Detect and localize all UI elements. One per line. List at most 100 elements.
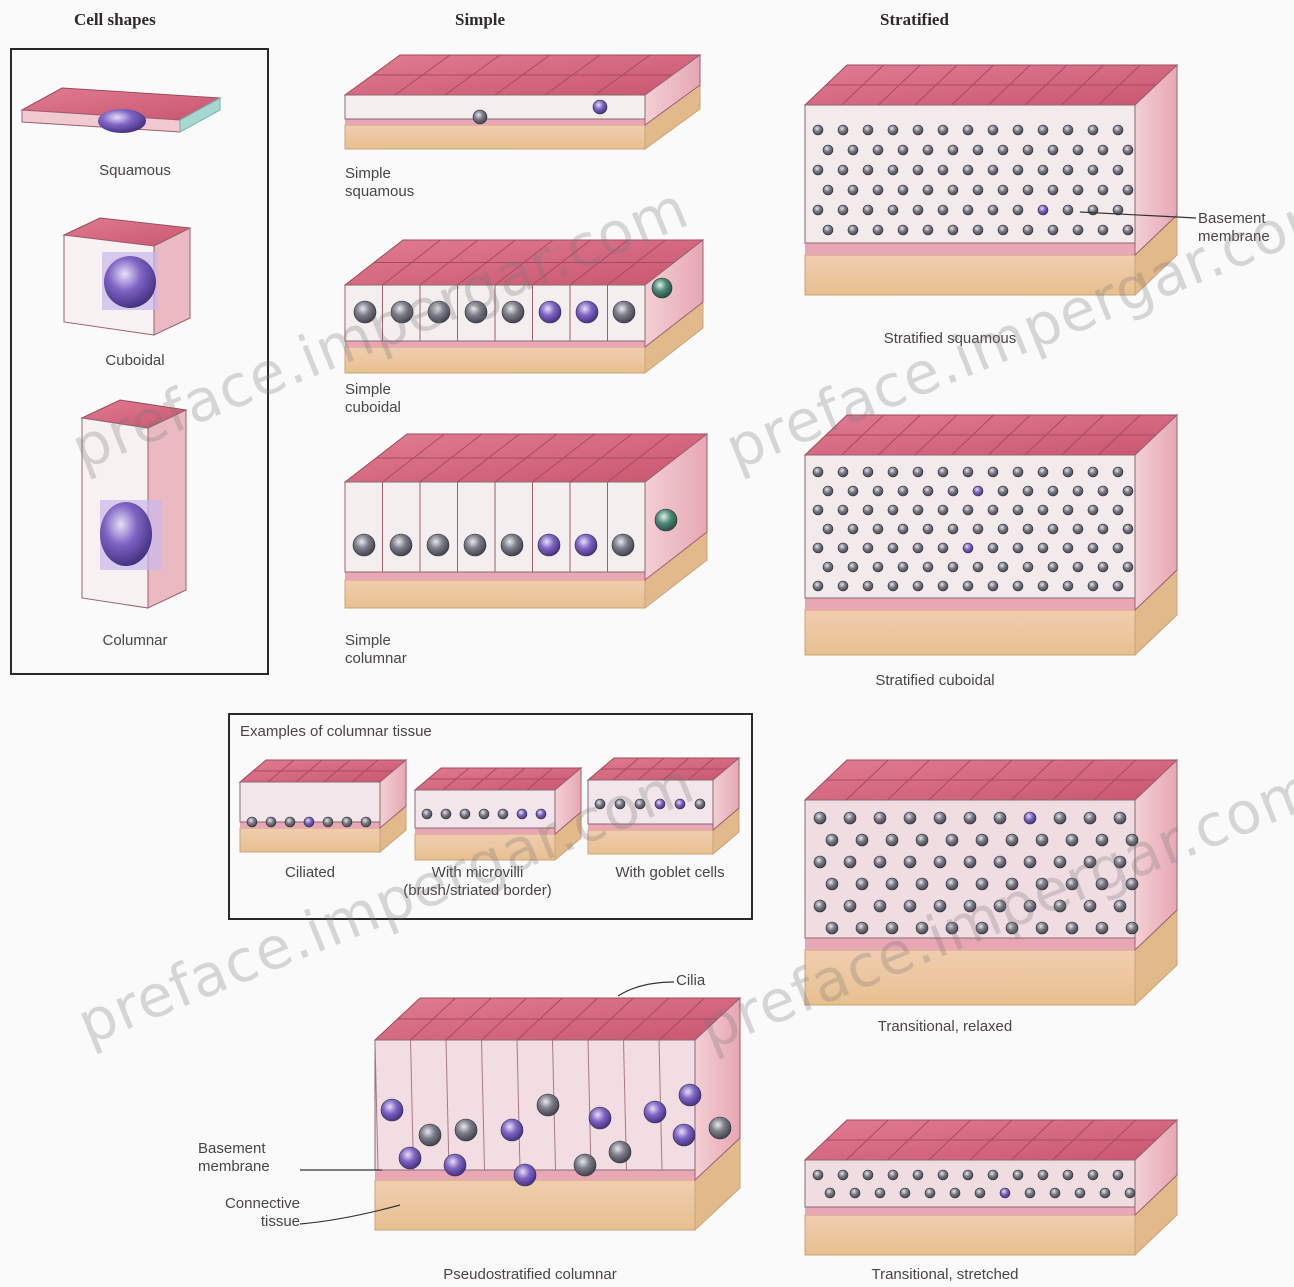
basement-membrane (345, 572, 645, 580)
nucleus (913, 165, 923, 175)
nucleus (848, 524, 858, 534)
nucleus (888, 125, 898, 135)
label-pseudostratified: Pseudostratified columnar (400, 1266, 660, 1284)
nucleus (826, 878, 838, 890)
nucleus (1013, 125, 1023, 135)
nucleus (886, 834, 898, 846)
nucleus (813, 1170, 823, 1180)
nucleus (856, 878, 868, 890)
nucleus (898, 145, 908, 155)
nucleus (923, 524, 933, 534)
nucleus (925, 1188, 935, 1198)
nucleus (1048, 225, 1058, 235)
stratified-squamous-block (805, 65, 1177, 295)
nucleus (888, 205, 898, 215)
nucleus (863, 125, 873, 135)
nucleus (998, 185, 1008, 195)
nucleus (1013, 581, 1023, 591)
nucleus (1038, 581, 1048, 591)
nucleus (923, 562, 933, 572)
nucleus (679, 1084, 701, 1106)
nucleus (863, 165, 873, 175)
simple-columnar-block (345, 434, 707, 608)
nucleus (825, 1188, 835, 1198)
nucleus (856, 834, 868, 846)
nucleus (673, 1124, 695, 1146)
label-ciliated: Ciliated (250, 864, 370, 882)
nucleus (948, 524, 958, 534)
header-stratified: Stratified (880, 10, 949, 30)
nucleus (1048, 486, 1058, 496)
nucleus (1025, 1188, 1035, 1198)
nucleus (1113, 125, 1123, 135)
nucleus (948, 562, 958, 572)
nucleus (1084, 812, 1096, 824)
nucleus (1084, 900, 1096, 912)
nucleus (709, 1117, 731, 1139)
nucleus (1038, 467, 1048, 477)
nucleus (1006, 922, 1018, 934)
nucleus (1048, 562, 1058, 572)
nucleus (888, 1170, 898, 1180)
nucleus (838, 581, 848, 591)
nucleus (1006, 878, 1018, 890)
connective-tissue (375, 1180, 695, 1230)
nucleus (950, 1188, 960, 1198)
nucleus (1023, 225, 1033, 235)
nucleus (888, 165, 898, 175)
label-simple-squamous: Simple squamous (345, 165, 414, 201)
nucleus (973, 562, 983, 572)
nucleus (946, 878, 958, 890)
nucleus (973, 225, 983, 235)
nucleus (994, 856, 1006, 868)
nucleus (913, 543, 923, 553)
nucleus (1113, 543, 1123, 553)
nucleus (938, 205, 948, 215)
connective-tissue (805, 950, 1135, 1005)
nucleus (838, 505, 848, 515)
nucleus (613, 301, 635, 323)
nucleus (813, 165, 823, 175)
nucleus (1075, 1188, 1085, 1198)
nucleus (863, 581, 873, 591)
nucleus (1038, 125, 1048, 135)
label-cilia: Cilia (676, 972, 705, 990)
nucleus (1096, 922, 1108, 934)
nucleus (913, 205, 923, 215)
nucleus (863, 205, 873, 215)
nucleus (976, 878, 988, 890)
nucleus (813, 467, 823, 477)
nucleus (913, 505, 923, 515)
nucleus (994, 812, 1006, 824)
nucleus (1006, 834, 1018, 846)
nucleus (575, 534, 597, 556)
nucleus (576, 301, 598, 323)
nucleus (1084, 856, 1096, 868)
nucleus (537, 1094, 559, 1116)
nucleus (1113, 467, 1123, 477)
nucleus (1088, 165, 1098, 175)
nucleus (850, 1188, 860, 1198)
nucleus (963, 125, 973, 135)
nucleus (946, 834, 958, 846)
nucleus (1023, 185, 1033, 195)
nucleus (473, 110, 487, 124)
connective-tissue (805, 610, 1135, 655)
nucleus (539, 301, 561, 323)
nucleus (988, 125, 998, 135)
nucleus (823, 524, 833, 534)
label-basement-membrane-stratified: Basement membrane (1198, 210, 1270, 246)
nucleus (888, 543, 898, 553)
nucleus (1023, 486, 1033, 496)
nucleus (863, 543, 873, 553)
nucleus (826, 834, 838, 846)
basement-membrane (345, 119, 645, 125)
nucleus (938, 543, 948, 553)
nucleus (1036, 834, 1048, 846)
nucleus (863, 1170, 873, 1180)
nucleus (1063, 505, 1073, 515)
nucleus (913, 125, 923, 135)
nucleus (988, 543, 998, 553)
nucleus (609, 1141, 631, 1163)
nucleus (655, 509, 677, 531)
